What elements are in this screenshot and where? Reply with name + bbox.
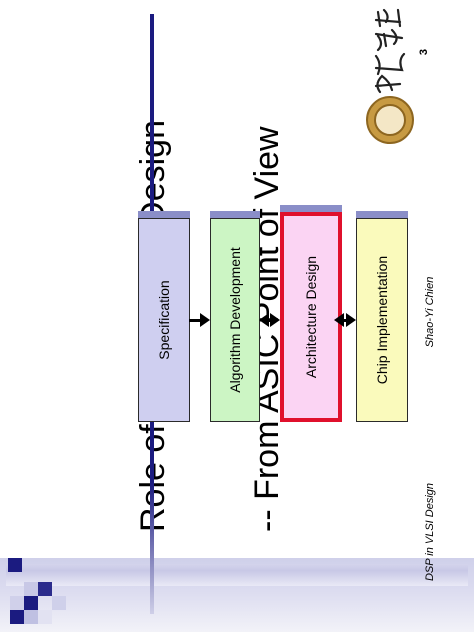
chip-implementation-box: Chip Implementation xyxy=(356,218,408,422)
footer-course-title: DSP in VLSI Design xyxy=(424,482,436,582)
specification-box: Specification xyxy=(138,218,190,422)
decorative-square xyxy=(52,596,66,610)
arrowhead-down-icon xyxy=(346,313,356,327)
page-number: 3 xyxy=(418,48,430,56)
decorative-square xyxy=(38,610,52,624)
seal-center xyxy=(374,104,406,136)
decorative-bar xyxy=(6,564,468,586)
decorative-square xyxy=(10,610,24,624)
algorithm-development-box: Algorithm Development xyxy=(210,218,260,422)
decorative-square xyxy=(24,582,38,596)
decorative-square xyxy=(38,582,52,596)
footer-author: Shao-Yi Chien xyxy=(424,276,436,348)
decorative-square xyxy=(24,610,38,624)
arrowhead-down-icon xyxy=(200,313,210,327)
calligraphy-logo xyxy=(374,8,406,94)
decorative-square xyxy=(8,558,22,572)
decorative-square xyxy=(24,596,38,610)
arrowhead-down-icon xyxy=(270,313,280,327)
decorative-square xyxy=(10,596,24,610)
architecture-design-box: Architecture Design xyxy=(280,212,342,422)
university-seal-icon xyxy=(366,96,414,144)
specification-label: Specification xyxy=(156,280,172,360)
chip-implementation-label: Chip Implementation xyxy=(374,255,390,385)
algorithm-development-label: Algorithm Development xyxy=(227,247,243,393)
architecture-design-label: Architecture Design xyxy=(303,255,319,379)
